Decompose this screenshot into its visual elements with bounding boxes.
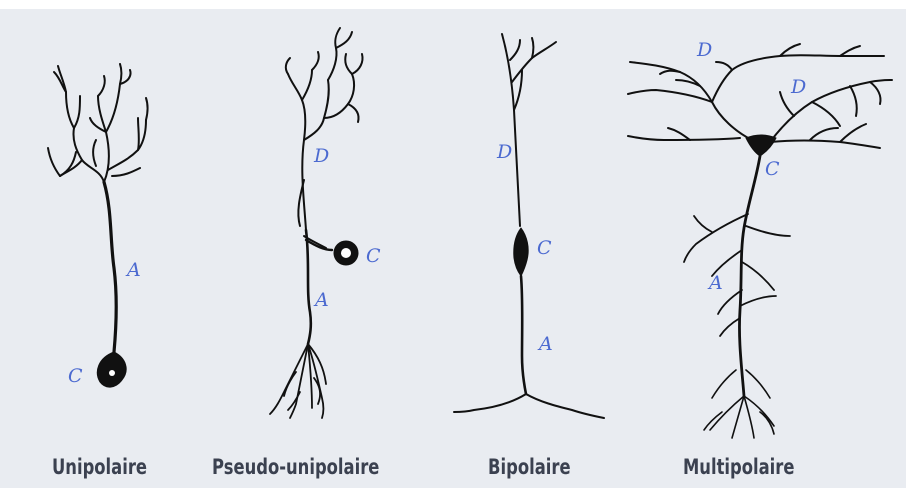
unipolar-dendrites [48, 64, 148, 182]
pseudo-unipolar-neuron [270, 28, 363, 418]
structure-labels: A C D C A D C A D D C A [68, 39, 806, 387]
multipolar-cell-body [746, 135, 776, 156]
bipolar-dendrite-label: D [496, 141, 512, 163]
unipolar-cell-body [97, 352, 126, 387]
caption-pseudo-unipolaire: Pseudo-unipolaire [212, 450, 379, 484]
bipolar-neuron [454, 34, 604, 418]
caption-bipolaire: Bipolaire [488, 450, 571, 484]
bipolar-cell-body [514, 228, 528, 276]
unipolar-axon-label: A [125, 259, 141, 281]
multipolar-dendrite-label-2: D [790, 76, 806, 98]
multipolar-cell-body-label: C [765, 158, 780, 180]
bipolar-dendrites [502, 34, 556, 226]
caption-multipolaire: Multipolaire [683, 450, 794, 484]
pseudo-unipolar-dendrite-label: D [313, 145, 329, 167]
pseudo-unipolar-axon-label: A [313, 289, 329, 311]
pseudo-unipolar-cell-body-label: C [366, 245, 381, 267]
bipolar-cell-body-label: C [537, 237, 552, 259]
multipolar-axon-label: A [707, 272, 723, 294]
multipolar-collaterals [684, 214, 790, 336]
bipolar-axon-label: A [537, 333, 553, 355]
multipolar-dendrites [628, 44, 892, 148]
unipolar-neuron [48, 64, 148, 387]
multipolar-axon [739, 156, 760, 396]
bipolar-axon [521, 276, 526, 394]
caption-unipolaire: Unipolaire [52, 450, 147, 484]
multipolar-axon-terminals [704, 370, 774, 438]
unipolar-cell-body-label: C [68, 365, 83, 387]
pseudo-unipolar-cell-body [334, 241, 358, 265]
multipolar-neuron [628, 44, 892, 438]
unipolar-axon [104, 182, 116, 352]
bipolar-axon-terminals [454, 394, 604, 418]
pseudo-unipolar-dendrites [286, 28, 363, 248]
pseudo-unipolar-axon-terminals [270, 344, 326, 418]
pseudo-unipolar-axon [306, 230, 311, 344]
multipolar-dendrite-label-1: D [696, 39, 712, 61]
